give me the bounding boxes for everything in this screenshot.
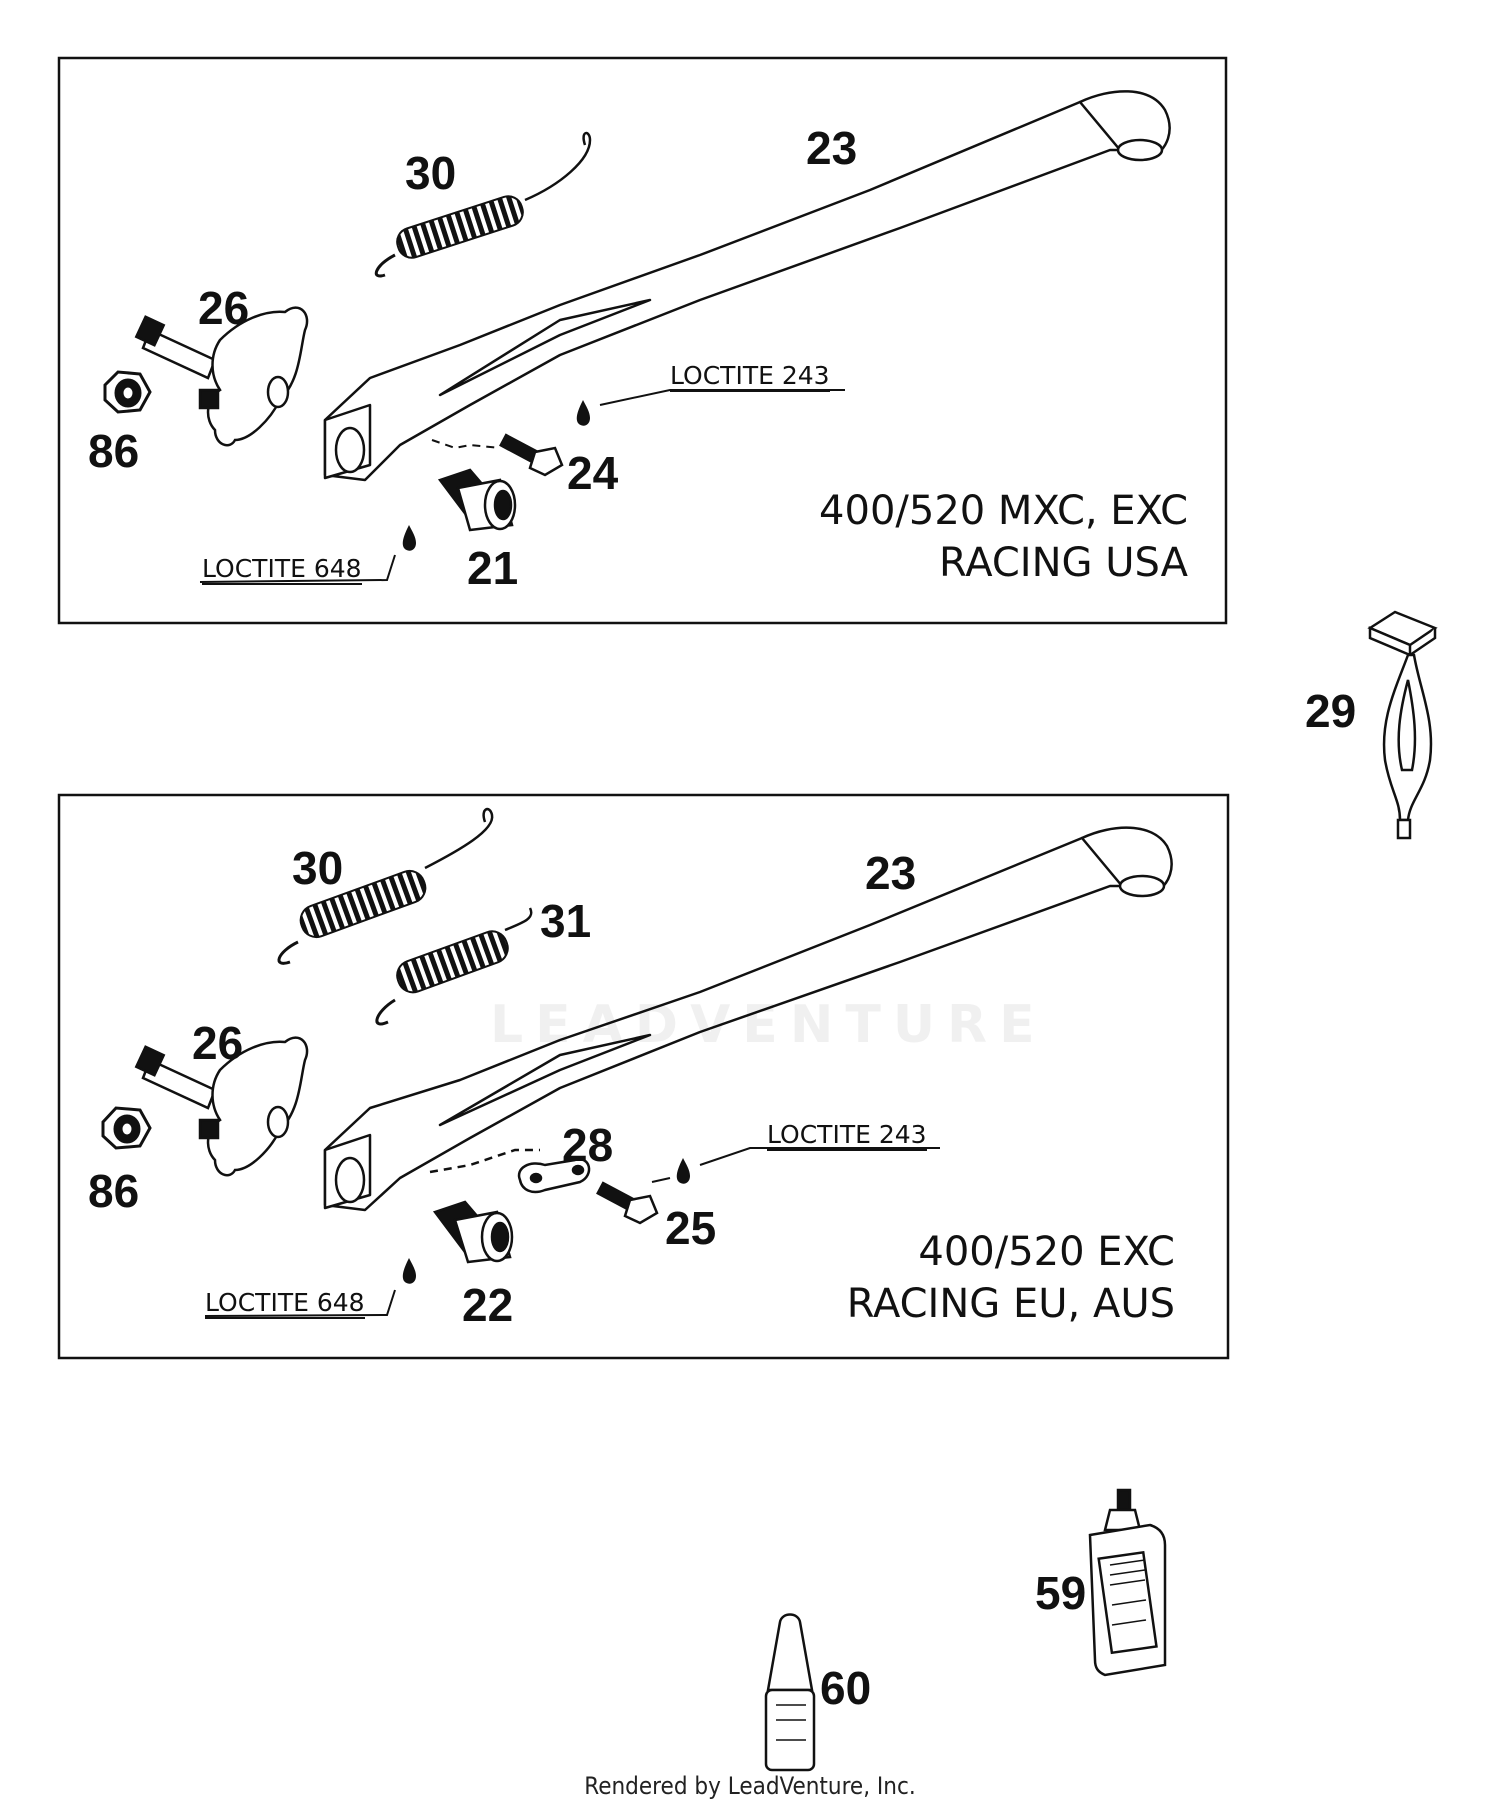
spring-30 (374, 131, 592, 278)
callout-spring-30-b[interactable]: 30 (292, 842, 344, 894)
callout-bottle-59[interactable]: 59 (1035, 1567, 1087, 1619)
loctite-648-label-b: LOCTITE 648 (205, 1288, 365, 1319)
bolt-25 (596, 1181, 659, 1225)
callout-nut-86[interactable]: 86 (88, 425, 140, 477)
model-line-1-b: 400/520 EXC (918, 1229, 1175, 1275)
model-line-2: RACING USA (939, 540, 1188, 586)
bolt-24 (431, 433, 564, 477)
spring-31 (375, 907, 533, 1026)
panel-usa (57, 56, 1228, 625)
model-label-eu: 400/520 EXC RACING EU, AUS (847, 1226, 1175, 1330)
callout-tool-29[interactable]: 29 (1305, 685, 1357, 737)
model-label-usa: 400/520 MXC, EXC RACING USA (819, 485, 1188, 589)
watermark: LEADVENTURE (490, 995, 1047, 1055)
loctite-243-label: LOCTITE 243 (670, 361, 830, 392)
callout-bolt-25[interactable]: 25 (665, 1202, 717, 1254)
model-line-2-b: RACING EU, AUS (846, 1281, 1175, 1327)
pivot-bolt-26 (134, 306, 309, 447)
callout-stand-23[interactable]: 23 (806, 122, 858, 174)
stop-22 (432, 1200, 514, 1264)
callout-plate-28[interactable]: 28 (562, 1119, 614, 1171)
nut-86 (103, 370, 152, 414)
tool-29 (1367, 610, 1438, 840)
callout-stand-23-b[interactable]: 23 (865, 847, 917, 899)
loctite-243-label-b: LOCTITE 243 (767, 1120, 927, 1151)
nut-86-b (101, 1106, 152, 1150)
bottle-60 (764, 1613, 816, 1772)
panel-usa-frame (57, 56, 1228, 625)
spring-30-b (277, 807, 494, 965)
pivot-bolt-26-b (134, 1036, 309, 1177)
side-stand-leg (323, 90, 1171, 482)
loctite-drop-lower (402, 525, 416, 551)
loctite-drop-upper-b (676, 1158, 690, 1184)
loctite-drop-lower-b (402, 1258, 416, 1284)
loctite-drop-upper (576, 400, 590, 426)
panel-eu (57, 793, 1230, 1360)
footer-credit: Rendered by LeadVenture, Inc. (584, 1772, 916, 1800)
side-stand-leg-2 (323, 826, 1173, 1212)
loctite-648-label: LOCTITE 648 (202, 554, 362, 585)
model-line-1: 400/520 MXC, EXC (819, 488, 1188, 534)
callout-stop-21[interactable]: 21 (467, 542, 519, 594)
bottle-59 (1088, 1488, 1167, 1677)
callout-spring-31[interactable]: 31 (540, 895, 592, 947)
panel-eu-frame (57, 793, 1230, 1360)
callout-spring-30[interactable]: 30 (405, 147, 457, 199)
callout-bolt-24[interactable]: 24 (567, 447, 619, 499)
callout-stop-22[interactable]: 22 (462, 1279, 514, 1331)
plate-28 (429, 1148, 591, 1194)
callout-bottle-60[interactable]: 60 (820, 1662, 872, 1714)
stop-21 (437, 468, 517, 532)
callout-nut-86-b[interactable]: 86 (88, 1165, 140, 1217)
callout-pivot-26[interactable]: 26 (198, 282, 250, 334)
callout-pivot-26-b[interactable]: 26 (192, 1017, 244, 1069)
